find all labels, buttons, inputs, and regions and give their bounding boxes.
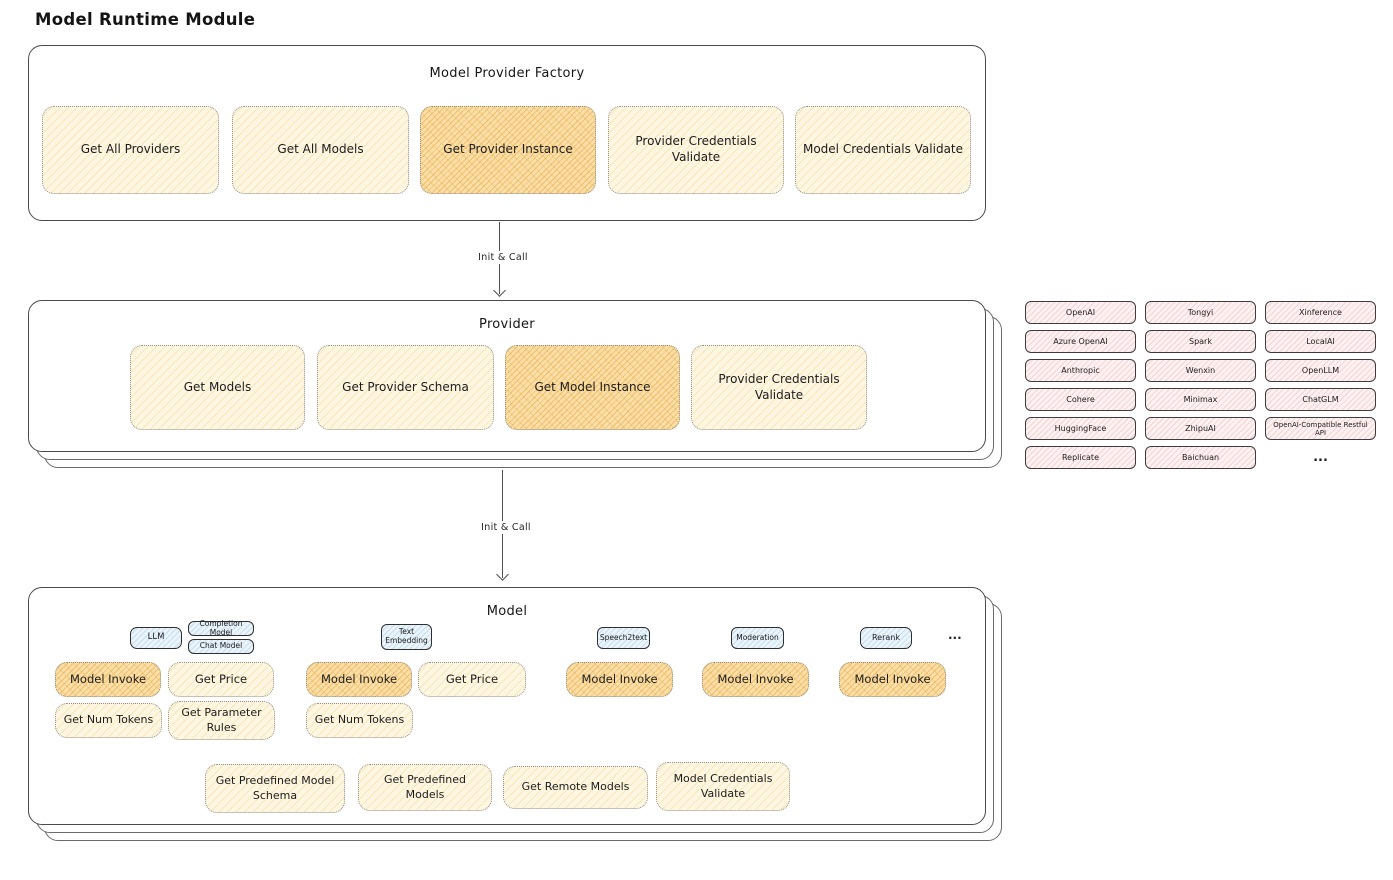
node-model-invoke-moderation: Model Invoke bbox=[702, 662, 809, 697]
provider-chip-openllm: OpenLLM bbox=[1265, 359, 1376, 382]
provider-chip-chatglm: ChatGLM bbox=[1265, 388, 1376, 411]
provider-chip-openai-compatible-restful-api: OpenAI-Compatible Restful API bbox=[1265, 417, 1376, 440]
provider-chip-minimax: Minimax bbox=[1145, 388, 1256, 411]
node-get-all-models: Get All Models bbox=[232, 106, 409, 194]
provider-chip-cohere: Cohere bbox=[1025, 388, 1136, 411]
node-model-credentials-validate-model: Model Credentials Validate bbox=[656, 762, 790, 811]
node-provider-credentials-validate-factory: Provider Credentials Validate bbox=[608, 106, 784, 194]
provider-chip-spark: Spark bbox=[1145, 330, 1256, 353]
node-get-models: Get Models bbox=[130, 345, 305, 430]
node-model-invoke-rerank: Model Invoke bbox=[839, 662, 946, 697]
node-get-num-tokens-embedding: Get Num Tokens bbox=[306, 703, 413, 738]
page-title: Model Runtime Module bbox=[35, 10, 256, 29]
node-get-all-providers: Get All Providers bbox=[42, 106, 219, 194]
node-get-model-instance: Get Model Instance bbox=[505, 345, 680, 430]
node-model-credentials-validate-factory: Model Credentials Validate bbox=[795, 106, 971, 194]
tag-llm: LLM bbox=[130, 627, 182, 649]
node-get-num-tokens-llm: Get Num Tokens bbox=[55, 703, 162, 738]
providers-grid-ellipsis: ... bbox=[1313, 450, 1328, 465]
node-get-price-embedding: Get Price bbox=[418, 662, 526, 697]
tag-completion-model: Completion Model bbox=[188, 619, 254, 636]
provider-title: Provider bbox=[479, 317, 535, 332]
arrow-init-call-2-label: Init & Call bbox=[471, 521, 541, 534]
provider-chip-huggingface: HuggingFace bbox=[1025, 417, 1136, 440]
provider-chip-zhipuai: ZhipuAI bbox=[1145, 417, 1256, 440]
tag-text-embedding: Text Embedding bbox=[381, 624, 432, 650]
factory-title: Model Provider Factory bbox=[429, 66, 585, 81]
tag-moderation: Moderation bbox=[731, 627, 784, 649]
node-get-price-llm: Get Price bbox=[168, 662, 274, 697]
node-model-invoke-llm: Model Invoke bbox=[55, 662, 161, 697]
tag-speech2text: Speech2text bbox=[597, 627, 650, 649]
tag-chat-model: Chat Model bbox=[188, 639, 254, 654]
node-model-invoke-speech2text: Model Invoke bbox=[566, 662, 673, 697]
node-get-provider-schema: Get Provider Schema bbox=[317, 345, 494, 430]
node-get-predefined-model-schema: Get Predefined Model Schema bbox=[205, 764, 345, 813]
arrow-init-call-1-label: Init & Call bbox=[468, 251, 538, 264]
node-get-remote-models: Get Remote Models bbox=[503, 766, 648, 809]
provider-chip-wenxin: Wenxin bbox=[1145, 359, 1256, 382]
providers-grid: OpenAI Tongyi Xinference Azure OpenAI Sp… bbox=[1025, 301, 1376, 469]
model-title: Model bbox=[486, 604, 528, 619]
node-provider-credentials-validate-provider: Provider Credentials Validate bbox=[691, 345, 867, 430]
provider-chip-replicate: Replicate bbox=[1025, 446, 1136, 469]
node-model-invoke-embedding: Model Invoke bbox=[306, 662, 412, 697]
model-tags-ellipsis: ... bbox=[948, 628, 962, 642]
tag-rerank: Rerank bbox=[860, 627, 912, 649]
provider-chip-baichuan: Baichuan bbox=[1145, 446, 1256, 469]
provider-chip-anthropic: Anthropic bbox=[1025, 359, 1136, 382]
node-get-parameter-rules-llm: Get Parameter Rules bbox=[168, 701, 275, 740]
provider-chip-localai: LocalAI bbox=[1265, 330, 1376, 353]
node-get-predefined-models: Get Predefined Models bbox=[358, 764, 492, 811]
provider-chip-tongyi: Tongyi bbox=[1145, 301, 1256, 324]
node-get-provider-instance: Get Provider Instance bbox=[420, 106, 596, 194]
provider-chip-azure-openai: Azure OpenAI bbox=[1025, 330, 1136, 353]
provider-chip-xinference: Xinference bbox=[1265, 301, 1376, 324]
provider-chip-openai: OpenAI bbox=[1025, 301, 1136, 324]
